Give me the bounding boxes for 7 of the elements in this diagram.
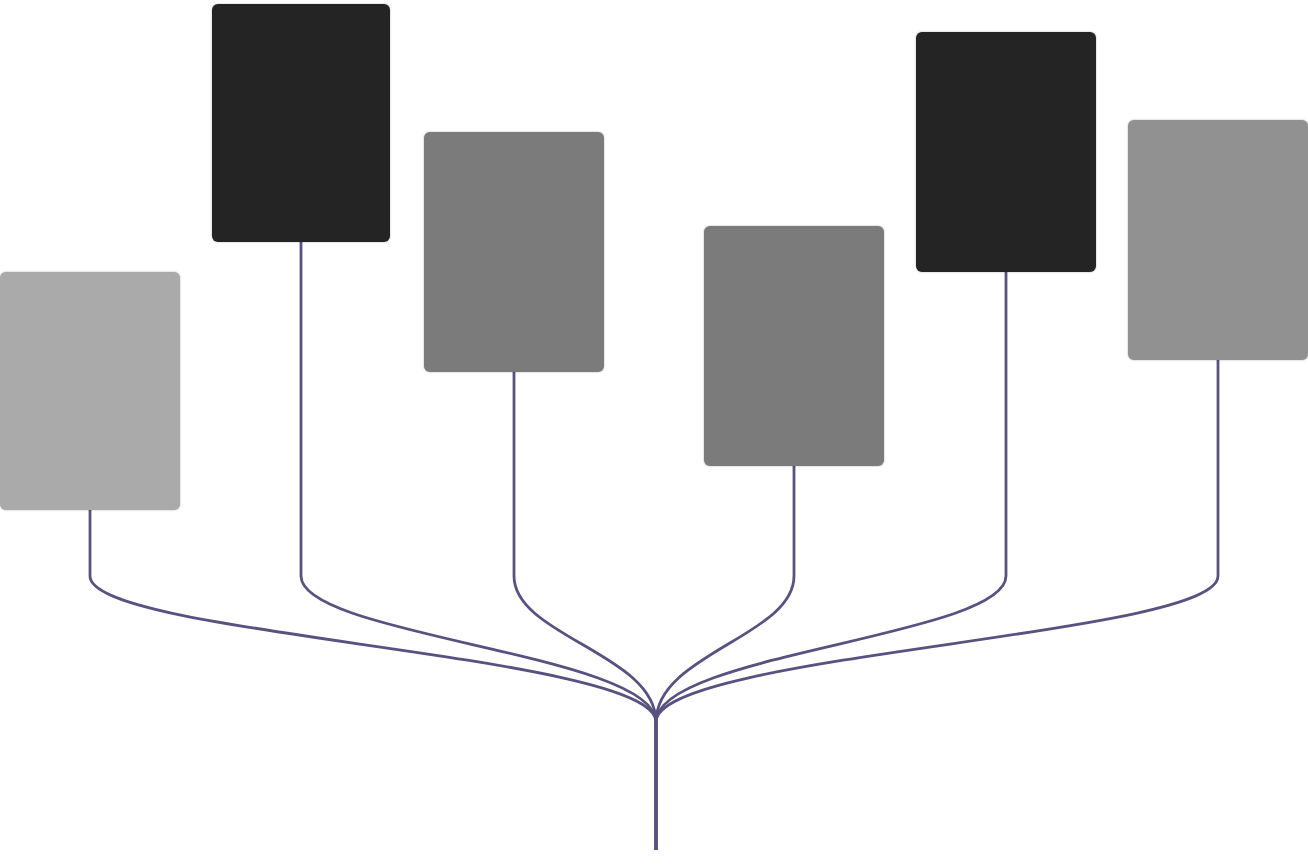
connector-line — [654, 360, 1220, 850]
tile — [916, 32, 1096, 272]
tile — [1128, 120, 1308, 360]
tile — [212, 4, 390, 242]
tile — [704, 226, 884, 466]
tile — [0, 272, 180, 510]
tile — [424, 132, 604, 372]
